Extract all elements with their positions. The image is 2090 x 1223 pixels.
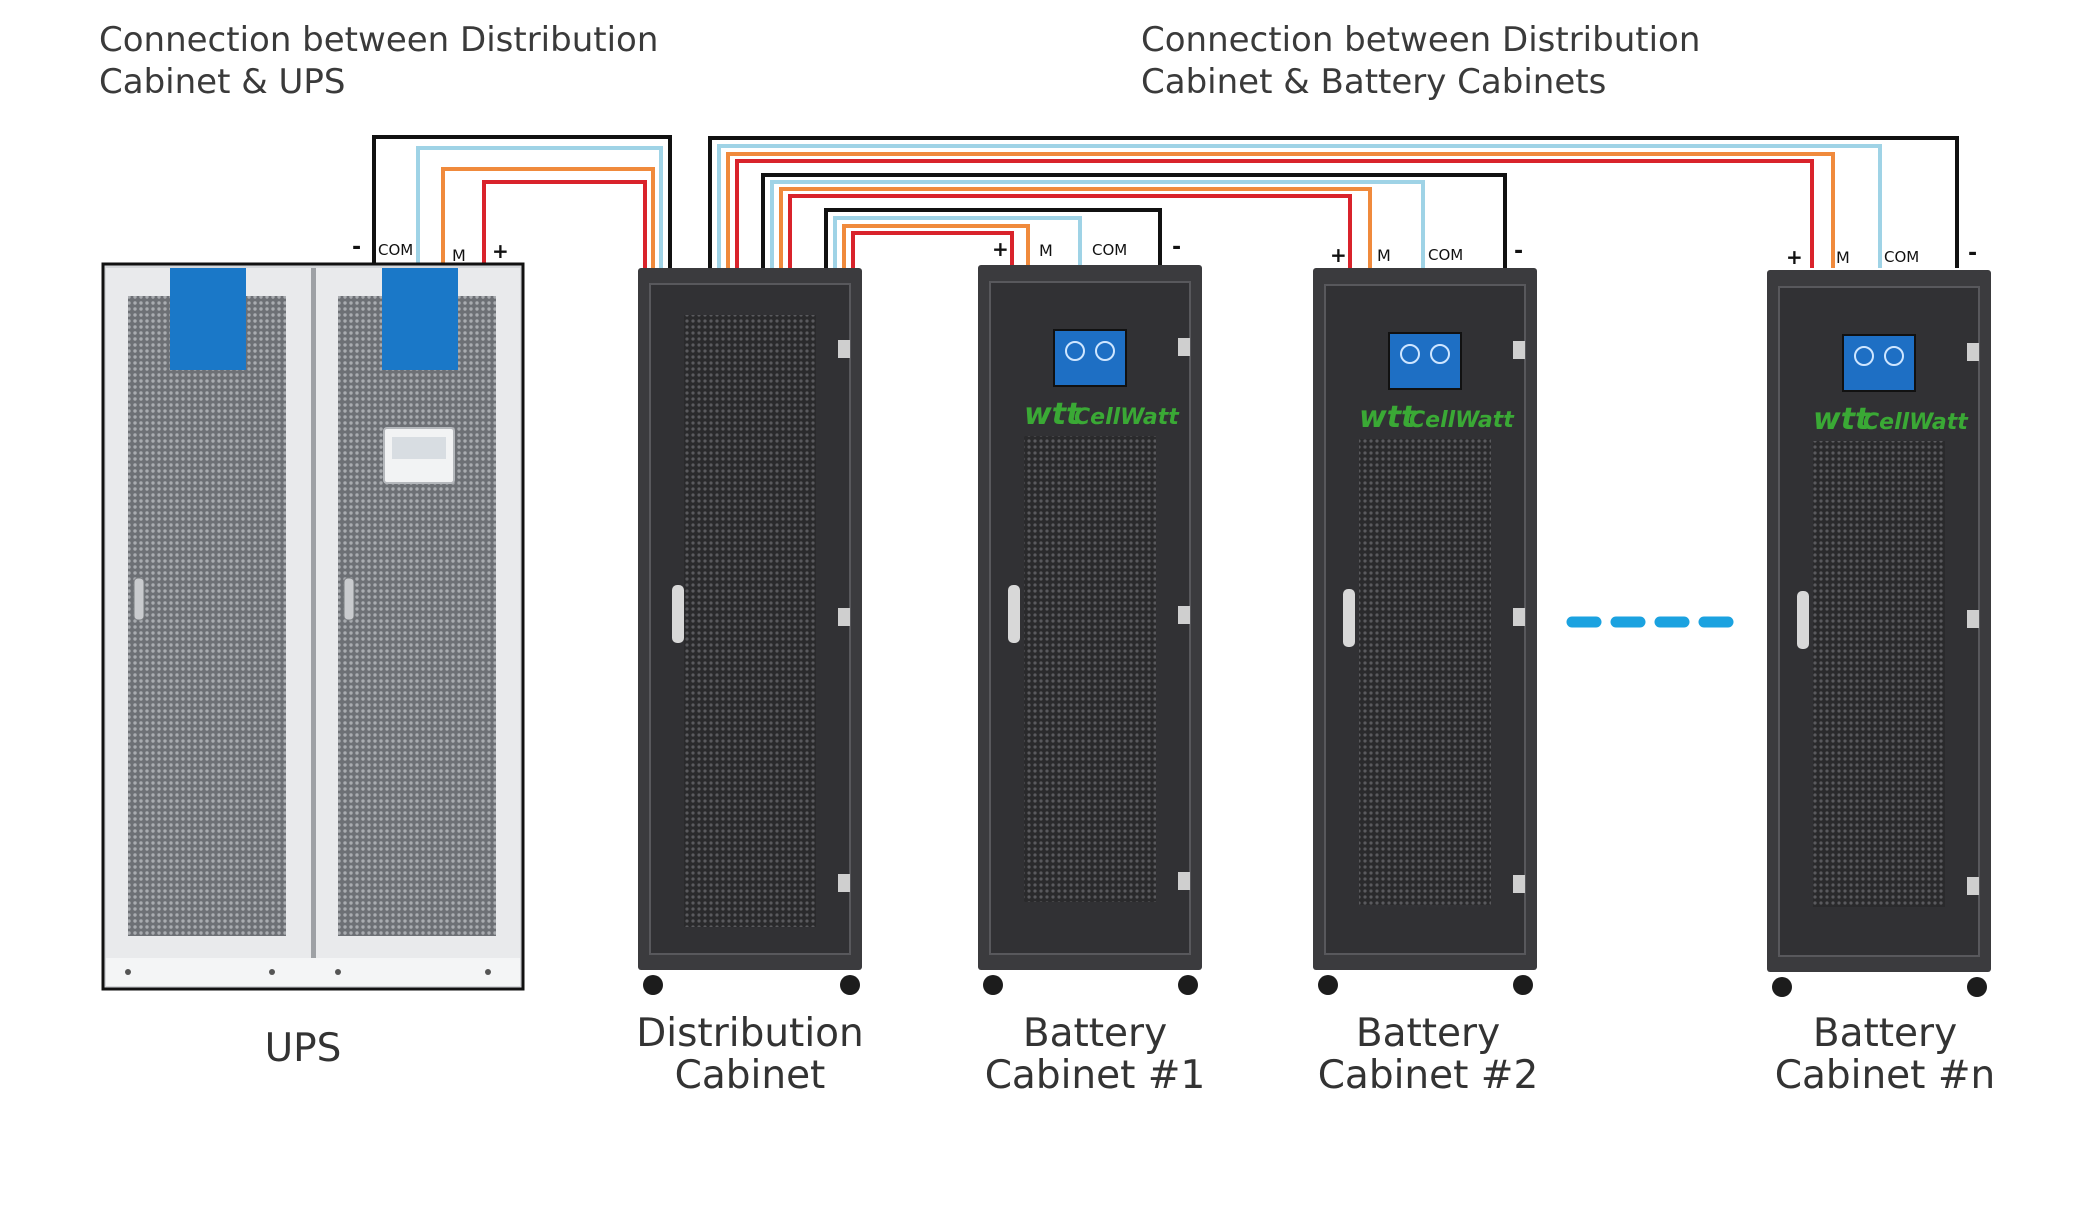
battery-n-terminals: + M COM - (1786, 241, 1977, 269)
wire-bn-negative (708, 136, 1959, 268)
ups-left-handle (133, 577, 145, 621)
wire-b2-positive (788, 194, 1352, 268)
ups-right-handle (343, 577, 355, 621)
wire-ups-negative (372, 135, 672, 268)
battery-1-terminals: + M COM - (992, 235, 1181, 261)
battery-1-terminal-plus: + (992, 237, 1009, 261)
ups-terminal-m: M (452, 246, 466, 265)
wire-b2-negative (761, 173, 1507, 268)
wires-distribution-to-battery-2 (761, 173, 1507, 268)
caption-ups: UPS (264, 1026, 342, 1071)
battery-1-logo: wtt CellWatt (1024, 397, 1180, 432)
battery-cabinet-1 (978, 265, 1202, 995)
battery-n-screen (1842, 334, 1916, 392)
wire-b1-negative (824, 208, 1162, 268)
ups-terminal-plus: + (492, 239, 509, 263)
battery-n-terminal-com: COM (1884, 248, 1919, 266)
battery-2-logo: wtt CellWatt (1359, 400, 1515, 435)
ups-left-blue-panel (170, 268, 246, 370)
ups-terminal-minus: - (352, 235, 361, 260)
wire-b1-com (833, 216, 1082, 268)
battery-n-logo-name: CellWatt (1863, 410, 1969, 435)
battery-cabinet-2 (1313, 268, 1537, 995)
battery-1-logo-mark: wtt (1024, 397, 1082, 432)
wire-bn-com (717, 144, 1882, 268)
heading-ups-connection: Connection between Distribution Cabinet … (99, 20, 659, 102)
ups-cabinet (101, 262, 525, 991)
wire-bn-positive (735, 159, 1814, 268)
wire-b1-m (842, 224, 1030, 268)
battery-1-screen (1053, 329, 1127, 387)
battery-2-door-handle (1343, 589, 1355, 647)
wires-distribution-to-battery-1 (824, 208, 1162, 268)
battery-1-terminal-com: COM (1092, 241, 1127, 259)
battery-2-terminal-minus: - (1514, 239, 1523, 264)
battery-2-terminals: + M COM - (1330, 239, 1523, 267)
battery-n-logo-mark: wtt (1813, 402, 1871, 437)
battery-n-terminal-minus: - (1968, 241, 1977, 266)
battery-2-terminal-com: COM (1428, 246, 1463, 264)
battery-2-logo-name: CellWatt (1409, 408, 1515, 433)
wire-ups-positive (482, 180, 647, 268)
wire-b2-m (779, 187, 1372, 268)
battery-1-door-handle (1008, 585, 1020, 643)
wire-b2-com (770, 180, 1425, 268)
wire-b1-positive (851, 231, 1014, 268)
battery-cabinet-n (1767, 270, 1991, 997)
wire-ups-com (416, 146, 663, 268)
battery-2-logo-mark: wtt (1359, 400, 1417, 435)
caption-battery-cabinet-2: Battery Cabinet #2 (1317, 1011, 1539, 1098)
distribution-door-handle (672, 585, 684, 643)
wire-bn-m (726, 152, 1835, 268)
distribution-cabinet (638, 268, 862, 995)
battery-n-terminal-plus: + (1786, 245, 1803, 269)
battery-2-terminal-plus: + (1330, 243, 1347, 267)
ups-terminal-com: COM (378, 241, 413, 259)
caption-battery-cabinet-1: Battery Cabinet #1 (984, 1011, 1206, 1098)
ups-right-blue-panel (382, 268, 458, 370)
battery-1-terminal-m: M (1039, 241, 1053, 260)
battery-1-terminal-minus: - (1172, 235, 1181, 260)
battery-n-logo: wtt CellWatt (1813, 402, 1969, 437)
caption-distribution-cabinet: Distribution Cabinet (636, 1011, 864, 1098)
ups-terminals: - COM M + (352, 235, 509, 265)
wires-ups-to-distribution (372, 135, 672, 268)
battery-1-logo-name: CellWatt (1074, 405, 1180, 430)
caption-battery-cabinet-n: Battery Cabinet #n (1774, 1011, 1996, 1098)
heading-battery-connection: Connection between Distribution Cabinet … (1141, 20, 1701, 102)
battery-n-door-handle (1797, 591, 1809, 649)
wires-distribution-to-battery-n (708, 136, 1959, 268)
wire-ups-m (441, 167, 655, 268)
battery-2-screen (1388, 332, 1462, 390)
battery-2-terminal-m: M (1377, 246, 1391, 265)
battery-n-terminal-m: M (1836, 248, 1850, 267)
